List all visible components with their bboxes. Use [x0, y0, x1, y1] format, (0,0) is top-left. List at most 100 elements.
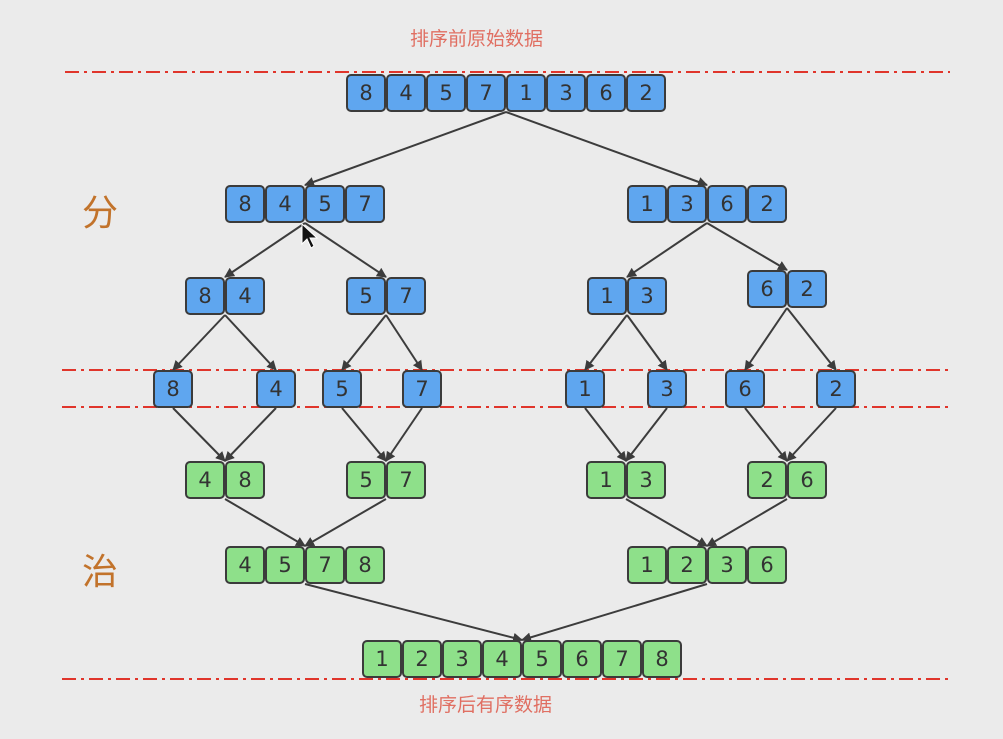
array-cell [627, 185, 667, 223]
array-cell [707, 185, 747, 223]
array-cell [626, 461, 666, 499]
array-cell-value: 2 [415, 647, 428, 671]
arrow-original-to-right-half [505, 111, 708, 187]
array-cell [386, 74, 426, 112]
arrows [172, 111, 837, 643]
array-cell [322, 370, 362, 408]
array-cell-value: 7 [318, 553, 331, 577]
array-cell [546, 74, 586, 112]
mouse-cursor-icon [301, 222, 319, 249]
array-cell-value: 4 [198, 468, 211, 492]
array-cell [305, 546, 345, 584]
array-cell-value: 4 [269, 377, 282, 401]
arrow-split-8-4-to-single-8 [172, 314, 226, 371]
array-cell [506, 74, 546, 112]
array-cell [265, 546, 305, 584]
array-cell-value: 6 [760, 277, 773, 301]
array-cell-value: 1 [578, 377, 591, 401]
array-cell-value: 4 [495, 647, 508, 671]
array-cell [667, 185, 707, 223]
array-cell [747, 185, 787, 223]
array-cell-value: 1 [375, 647, 388, 671]
array-cell [305, 185, 345, 223]
array-cell-value: 7 [615, 647, 628, 671]
array-cell-value: 6 [720, 192, 733, 216]
array-cell-value: 3 [639, 468, 652, 492]
array-cell [256, 370, 296, 408]
array-cell [345, 185, 385, 223]
arrow-single-5-to-merged-5-7 [341, 407, 387, 462]
array-cell [225, 277, 265, 315]
sorted-data-caption: 排序后有序数据 [419, 694, 553, 716]
arrow-merged-1-2-3-6-to-sorted [521, 583, 708, 643]
array-cell-value: 7 [358, 192, 371, 216]
array-cell-value: 1 [519, 81, 532, 105]
array-cell-value: 8 [358, 553, 371, 577]
array-cell-value: 3 [559, 81, 572, 105]
array-cell-value: 1 [599, 468, 612, 492]
arrow-merged-5-7-to-merged-4-5-7-8 [304, 498, 387, 547]
arrow-right-half-to-split-6-2 [706, 222, 788, 271]
divide-phase-label: 分 [82, 193, 119, 234]
array-cell-value: 5 [359, 468, 372, 492]
array-cell [647, 370, 687, 408]
array-cell [442, 640, 482, 678]
arrow-single-2-to-merged-2-6 [786, 407, 837, 462]
arrow-left-half-to-split-8-4 [224, 222, 306, 278]
array-single-3: 3 [647, 370, 687, 408]
array-cell [346, 277, 386, 315]
array-single-4: 4 [256, 370, 296, 408]
array-cell [225, 461, 265, 499]
array-cell [345, 546, 385, 584]
array-cell [153, 370, 193, 408]
array-cell [565, 370, 605, 408]
arrow-single-1-to-merged-1-3 [584, 407, 627, 462]
array-cell-value: 5 [318, 192, 331, 216]
array-cell [482, 640, 522, 678]
arrow-split-5-7-to-single-7 [385, 314, 423, 371]
arrow-split-6-2-to-single-2 [786, 307, 837, 371]
array-cell [816, 370, 856, 408]
array-cell-value: 5 [359, 284, 372, 308]
arrow-split-1-3-to-single-3 [626, 314, 668, 371]
array-cell-value: 3 [720, 553, 733, 577]
arrow-left-half-to-split-5-7 [304, 222, 387, 278]
conquer-phase-label: 治 [82, 552, 119, 593]
array-cell [725, 370, 765, 408]
array-cell [346, 74, 386, 112]
array-cell [185, 461, 225, 499]
arrow-single-3-to-merged-1-3 [625, 407, 668, 462]
array-cell-value: 2 [760, 468, 773, 492]
array-cell-value: 8 [166, 377, 179, 401]
arrow-single-8-to-merged-4-8 [172, 407, 226, 462]
array-cell-value: 4 [238, 284, 251, 308]
array-cell-value: 5 [535, 647, 548, 671]
array-single-1: 1 [565, 370, 605, 408]
array-cell-value: 4 [238, 553, 251, 577]
array-cell [586, 461, 626, 499]
array-cell-value: 2 [639, 81, 652, 105]
array-cell [787, 461, 827, 499]
array-cell-value: 6 [575, 647, 588, 671]
array-cell-value: 8 [359, 81, 372, 105]
array-single-8: 8 [153, 370, 193, 408]
array-cell [402, 370, 442, 408]
array-cell-value: 2 [800, 277, 813, 301]
array-cell-value: 7 [479, 81, 492, 105]
array-cell [587, 277, 627, 315]
array-cell [707, 546, 747, 584]
array-cell [185, 277, 225, 315]
array-cell-value: 8 [655, 647, 668, 671]
arrow-original-to-left-half [304, 111, 507, 187]
array-cell [747, 461, 787, 499]
arrow-merged-2-6-to-merged-1-2-3-6 [706, 498, 788, 547]
